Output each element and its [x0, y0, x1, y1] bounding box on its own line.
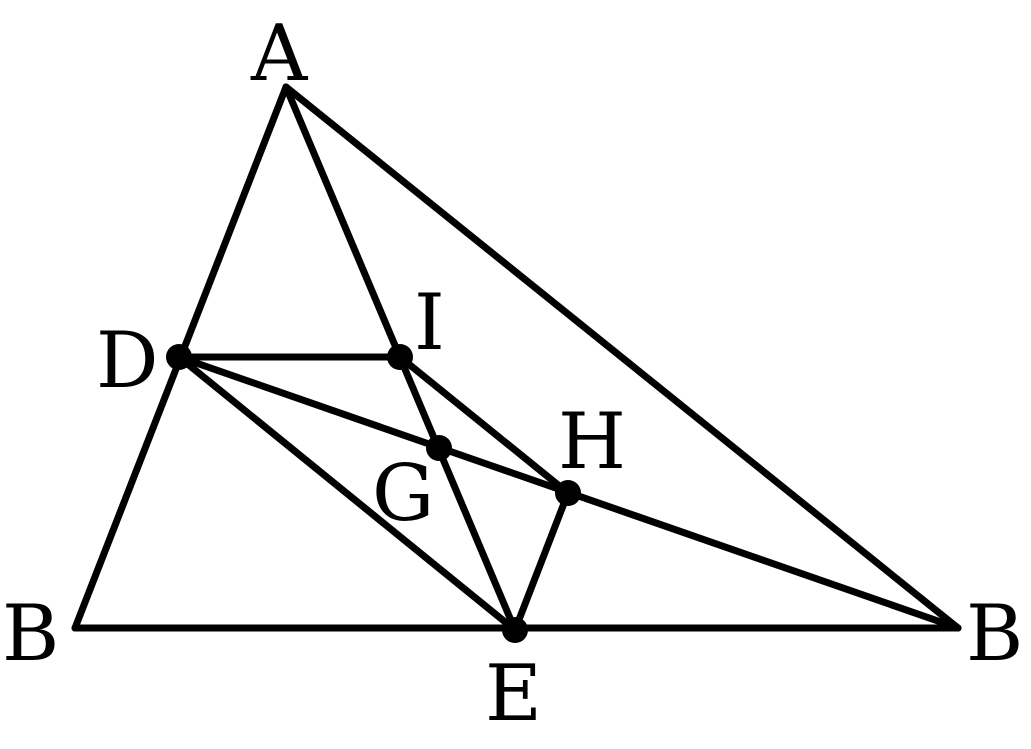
point-i — [387, 344, 413, 370]
point-h — [555, 480, 581, 506]
label-h: H — [558, 397, 626, 487]
label-b-left: B — [2, 589, 59, 679]
label-a: A — [250, 9, 309, 99]
segment-d-e — [175, 353, 519, 634]
label-b-right: B — [966, 589, 1023, 679]
label-i: I — [414, 278, 445, 368]
segment-a-bright — [282, 83, 962, 632]
label-d: D — [96, 316, 159, 406]
point-g — [426, 435, 452, 461]
point-d — [166, 344, 192, 370]
point-e — [502, 617, 528, 643]
label-e: E — [485, 649, 542, 739]
segment-i-h — [396, 353, 572, 497]
segment-h-e — [511, 489, 572, 634]
label-g: G — [372, 449, 434, 539]
